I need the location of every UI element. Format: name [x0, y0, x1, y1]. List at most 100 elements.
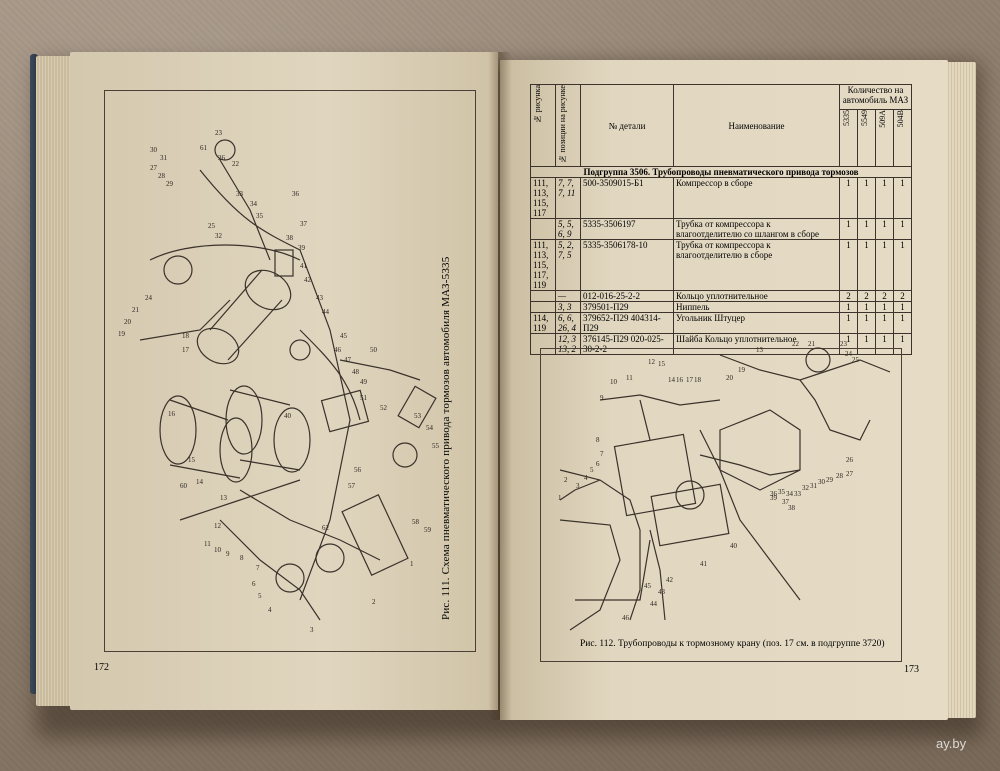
- svg-text:23: 23: [215, 129, 223, 137]
- brake-valve-diagram-frame: [540, 348, 902, 662]
- svg-text:25: 25: [208, 222, 216, 230]
- svg-text:61: 61: [200, 144, 208, 152]
- svg-text:14: 14: [196, 478, 204, 486]
- page-number-right: 173: [904, 664, 919, 675]
- svg-text:45: 45: [644, 582, 652, 590]
- svg-text:1: 1: [558, 494, 562, 502]
- svg-text:13: 13: [756, 346, 764, 354]
- svg-text:8: 8: [240, 554, 244, 562]
- book-gutter: [488, 52, 512, 720]
- cell-qty: 1: [875, 333, 894, 355]
- page-number-left: 172: [94, 662, 109, 673]
- svg-text:6: 6: [252, 580, 256, 588]
- svg-text:44: 44: [322, 308, 330, 316]
- svg-text:38: 38: [286, 234, 294, 242]
- svg-text:13: 13: [220, 494, 228, 502]
- svg-text:17: 17: [182, 346, 190, 354]
- cell-part: 376145-П29 020-025-30-2-2: [580, 333, 674, 355]
- table-row: 12, 3 13, 2 376145-П29 020-025-30-2-2 Ша…: [530, 333, 912, 355]
- svg-text:2: 2: [372, 598, 376, 606]
- svg-text:46: 46: [334, 346, 342, 354]
- table-row: 111, 113, 115, 117, 119 5, 2, 7, 5 5335-…: [530, 239, 912, 291]
- svg-text:26: 26: [218, 154, 226, 162]
- svg-text:41: 41: [700, 560, 708, 568]
- svg-text:56: 56: [354, 466, 362, 474]
- svg-text:15: 15: [188, 456, 196, 464]
- svg-text:33: 33: [236, 190, 244, 198]
- cell-qty: 1: [893, 333, 912, 355]
- svg-text:5: 5: [590, 466, 594, 474]
- svg-text:1: 1: [410, 560, 414, 568]
- table-row: 5, 5, 6, 9 5335-3506197 Трубка от компре…: [530, 218, 912, 240]
- svg-text:34: 34: [786, 490, 794, 498]
- svg-text:43: 43: [658, 588, 666, 596]
- svg-text:16: 16: [676, 376, 684, 384]
- svg-text:31: 31: [160, 154, 168, 162]
- svg-text:39: 39: [298, 244, 306, 252]
- svg-text:27: 27: [150, 164, 158, 172]
- svg-text:40: 40: [730, 542, 738, 550]
- svg-text:37: 37: [782, 498, 790, 506]
- cell-name: Шайба Кольцо уплотнительное: [673, 333, 840, 355]
- svg-text:30: 30: [818, 478, 826, 486]
- svg-text:26: 26: [846, 456, 854, 464]
- watermark: ay.by: [936, 736, 967, 751]
- svg-text:38: 38: [788, 504, 796, 512]
- cell-pos: 7, 7, 7, 11: [555, 177, 581, 219]
- svg-text:58: 58: [412, 518, 420, 526]
- svg-text:57: 57: [348, 482, 356, 490]
- svg-text:47: 47: [344, 356, 352, 364]
- svg-text:42: 42: [666, 576, 674, 584]
- svg-text:3: 3: [310, 626, 314, 634]
- svg-text:62: 62: [322, 524, 330, 532]
- svg-text:11: 11: [626, 374, 633, 382]
- svg-text:42: 42: [304, 276, 312, 284]
- svg-text:32: 32: [802, 484, 810, 492]
- col-header-qty: Количество на автомобиль МАЗ: [839, 84, 912, 110]
- svg-text:60: 60: [180, 482, 188, 490]
- svg-text:37: 37: [300, 220, 308, 228]
- svg-text:2: 2: [564, 476, 568, 484]
- svg-text:24: 24: [845, 350, 853, 358]
- svg-text:4: 4: [584, 474, 588, 482]
- book-cover-edge: [30, 54, 38, 694]
- brake-diagram-frame: [104, 90, 476, 652]
- svg-text:9: 9: [226, 550, 230, 558]
- svg-text:51: 51: [360, 394, 368, 402]
- svg-text:22: 22: [792, 340, 800, 348]
- svg-text:29: 29: [826, 476, 834, 484]
- svg-text:34: 34: [250, 200, 258, 208]
- svg-text:18: 18: [182, 332, 190, 340]
- svg-text:7: 7: [600, 450, 604, 458]
- svg-text:22: 22: [232, 160, 240, 168]
- svg-text:12: 12: [214, 522, 222, 530]
- svg-text:28: 28: [836, 472, 844, 480]
- svg-text:41: 41: [300, 262, 308, 270]
- svg-text:55: 55: [432, 442, 440, 450]
- svg-text:9: 9: [600, 394, 604, 402]
- col-header-name: Наименование: [673, 84, 840, 167]
- svg-text:19: 19: [118, 330, 126, 338]
- cell-qty: 1: [893, 239, 912, 291]
- table-row: 3, 3 379501-П29 Ниппель 1 1 1 1: [530, 301, 912, 313]
- svg-text:54: 54: [426, 424, 434, 432]
- svg-text:5: 5: [258, 592, 262, 600]
- air-tank-upper: [196, 269, 292, 365]
- col-header-part: № детали: [580, 84, 674, 167]
- svg-text:43: 43: [316, 294, 324, 302]
- svg-text:49: 49: [360, 378, 368, 386]
- cell-name: Трубка от компрессора к влагоотделителю …: [673, 239, 840, 291]
- parts-table: № рисунка № позиции на рисунке № детали …: [530, 84, 912, 355]
- svg-text:21: 21: [808, 340, 816, 348]
- svg-text:59: 59: [424, 526, 432, 534]
- svg-text:10: 10: [214, 546, 222, 554]
- svg-text:36: 36: [770, 490, 778, 498]
- left-page: [70, 52, 498, 710]
- cell-qty: 1: [893, 177, 912, 219]
- svg-text:16: 16: [168, 410, 176, 418]
- svg-text:19: 19: [738, 366, 746, 374]
- svg-text:23: 23: [840, 340, 848, 348]
- svg-text:24: 24: [145, 294, 153, 302]
- svg-text:35: 35: [256, 212, 264, 220]
